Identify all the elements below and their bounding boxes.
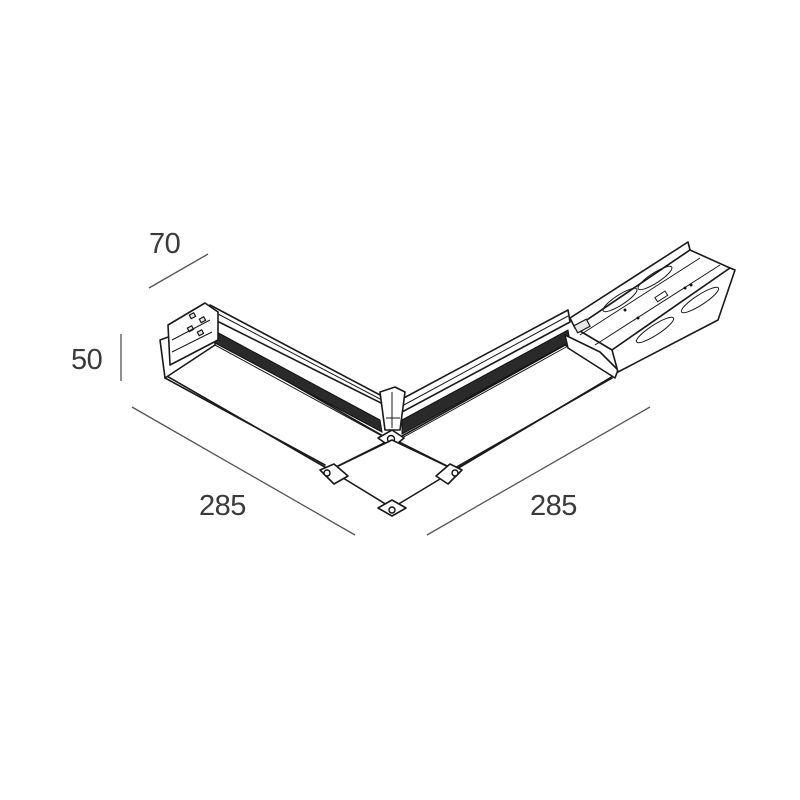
dimension-height-label: 50 <box>71 344 103 376</box>
mount-bracket-left <box>319 463 349 485</box>
mount-bracket-bottom <box>377 499 407 517</box>
dimension-left-length-label: 285 <box>199 490 246 522</box>
dimension-lines <box>120 253 651 536</box>
corner-piece <box>377 386 406 449</box>
left-arm <box>159 302 391 471</box>
left-end-cap <box>167 302 219 366</box>
right-length-dimension-line <box>426 406 651 536</box>
right-end-cap <box>564 334 619 379</box>
right-arm <box>394 309 619 471</box>
extension-tray <box>569 241 736 373</box>
bottom-plate <box>319 439 463 517</box>
width-dimension-line <box>148 253 209 289</box>
left-length-dimension-line <box>131 406 356 536</box>
dimension-right-length-label: 285 <box>530 490 577 522</box>
dimension-width-label: 70 <box>149 228 181 260</box>
mount-bracket-right <box>435 463 463 485</box>
